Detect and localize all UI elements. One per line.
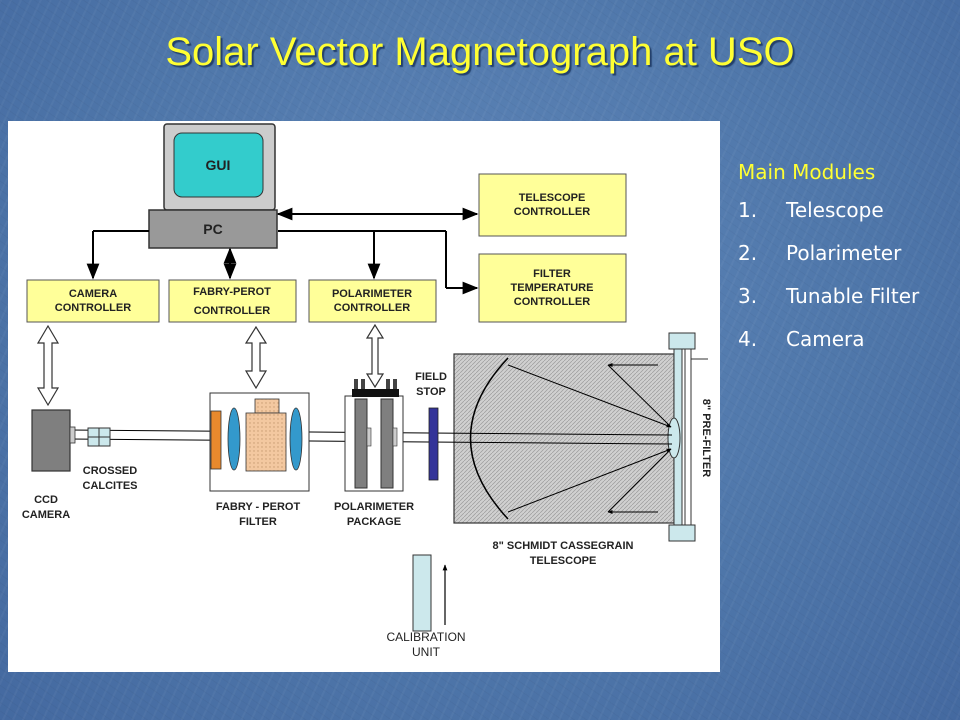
fabry-perot-filter-label-1: FABRY - PEROT (216, 501, 301, 513)
field-stop-label-2: STOP (416, 386, 446, 398)
fabry-perot-controller-label-1: FABRY-PEROT (193, 286, 271, 298)
fabry-perot-controller-box: FABRY-PEROT CONTROLLER (168, 279, 297, 323)
pre-filter (684, 348, 692, 526)
monitor-screen (173, 132, 264, 198)
list-item-number: 4. (738, 327, 758, 351)
filter-temp-label-3: CONTROLLER (514, 296, 590, 308)
hollow-arrows (36, 323, 385, 407)
list-item-number: 2. (738, 241, 758, 265)
fabry-perot-filter (209, 392, 310, 492)
telescope-controller-box: TELESCOPE CONTROLLER (478, 173, 627, 237)
telescope-assembly: 8" PRE-FILTER (453, 332, 712, 542)
pc-connections (86, 207, 479, 295)
modules-heading: Main Modules (738, 160, 876, 184)
telescope-controller-label-1: TELESCOPE (519, 192, 586, 204)
lens-1 (227, 407, 241, 471)
telescope-tube (453, 353, 675, 524)
etalon (245, 412, 287, 472)
pc-label: PC (203, 221, 222, 237)
primary-mirror (469, 357, 509, 520)
telescope-controller-label-2: CONTROLLER (514, 206, 590, 218)
pre-filter-label: 8" PRE-FILTER (700, 399, 712, 477)
camera-controller-label-1: CAMERA (69, 288, 117, 300)
field-stop (428, 407, 439, 481)
list-item-label: Tunable Filter (786, 284, 920, 308)
polarimeter-package-label-1: POLARIMETER (334, 501, 414, 513)
list-item-label: Telescope (786, 198, 884, 222)
lc-retarder-2 (380, 398, 394, 489)
component-labels: CCD CAMERA CROSSED CALCITES FABRY - PERO… (22, 371, 634, 659)
crossed-calcites-label-1: CROSSED (83, 465, 137, 477)
polarimeter-controller-label-1: POLARIMETER (332, 288, 412, 300)
list-item: 3. Tunable Filter (738, 284, 953, 327)
lens-2 (289, 407, 303, 471)
filter-temperature-controller-box: FILTER TEMPERATURE CONTROLLER (478, 253, 627, 323)
polarimeter-hollow-arrow (365, 323, 385, 389)
secondary-mirror (667, 417, 681, 459)
main-modules-panel: Main Modules 1. Telescope 2. Polarimeter… (738, 160, 953, 370)
list-item: 2. Polarimeter (738, 241, 953, 284)
ccd-camera (31, 409, 76, 472)
lc-retarder-1 (354, 398, 368, 489)
field-stop-label-1: FIELD (415, 371, 447, 383)
gui-monitor: GUI (163, 123, 276, 211)
camera-controller-label-2: CONTROLLER (55, 302, 131, 314)
list-item-number: 1. (738, 198, 758, 222)
ccd-camera-label-2: CAMERA (22, 509, 70, 521)
fabry-perot-controller-label-2: CONTROLLER (194, 305, 270, 317)
filter-temp-label-2: TEMPERATURE (511, 282, 594, 294)
polarimeter-controller-box: POLARIMETER CONTROLLER (308, 279, 437, 323)
filter-temp-label-1: FILTER (533, 268, 571, 280)
fabry-perot-hollow-arrow (244, 325, 268, 390)
polarimeter-controller-label-2: CONTROLLER (334, 302, 410, 314)
list-item: 1. Telescope (738, 198, 953, 241)
list-item-label: Polarimeter (786, 241, 902, 265)
blocking-filter (210, 410, 222, 470)
pc-box: PC (148, 209, 278, 249)
polarimeter-package (344, 379, 404, 492)
crossed-calcites (87, 427, 111, 447)
camera-controller-box: CAMERA CONTROLLER (26, 279, 160, 323)
modules-list: 1. Telescope 2. Polarimeter 3. Tunable F… (738, 198, 953, 370)
list-item: 4. Camera (738, 327, 953, 370)
fabry-perot-filter-label-2: FILTER (239, 516, 277, 528)
crossed-calcites-label-2: CALCITES (83, 480, 138, 492)
list-item-label: Camera (786, 327, 865, 351)
ccd-camera-label-1: CCD (34, 494, 58, 506)
magnetograph-diagram: GUI PC TELESCOPE CONTROLLER FILTER TEMPE… (22, 123, 712, 659)
telescope-label-1: 8" SCHMIDT CASSEGRAIN (493, 540, 634, 552)
calibration-unit-label-1: CALIBRATION (386, 630, 465, 644)
calibration-unit (412, 554, 448, 632)
slide-title: Solar Vector Magnetograph at USO (165, 30, 795, 74)
camera-hollow-arrow (36, 324, 60, 407)
calibration-unit-label-2: UNIT (412, 645, 441, 659)
list-item-number: 3. (738, 284, 758, 308)
telescope-label-2: TELESCOPE (530, 555, 597, 567)
polarimeter-package-label-2: PACKAGE (347, 516, 401, 528)
gui-label: GUI (206, 157, 231, 173)
diagram-panel: GUI PC TELESCOPE CONTROLLER FILTER TEMPE… (8, 121, 720, 672)
